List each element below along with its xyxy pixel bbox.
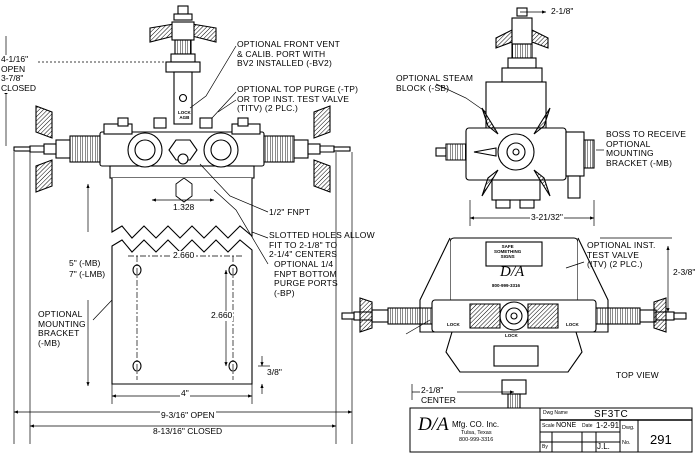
front-view xyxy=(13,5,351,202)
dwg-no-label: Dwg. xyxy=(622,425,635,431)
boss-line-3: MOUNTING xyxy=(606,148,654,158)
no-label: No. xyxy=(622,440,631,446)
lock-mark-right: LOCK xyxy=(566,322,579,327)
hole-spacing-h-dim: 2.660 xyxy=(172,250,196,261)
top-purge-line-3: (TITV) (2 PLC.) xyxy=(237,103,299,113)
safe-plate: SAFE SOMETHING SIGNS xyxy=(494,244,521,259)
edge-3-8-dim: 3/8" xyxy=(266,367,283,378)
top-view-center-dim: 2-1/8" CENTER xyxy=(420,385,457,405)
top-purge-line-1: OPTIONAL TOP PURGE (-TP) xyxy=(237,84,359,94)
valve-tag-line-2: AGB xyxy=(179,115,190,120)
date-label: Date xyxy=(582,423,593,429)
company-city: Tulsa, Texas xyxy=(461,430,492,436)
closed-height-value: 3-7/8" xyxy=(1,73,24,83)
side-view xyxy=(435,7,595,209)
steam-block-line-2: BLOCK (-SB) xyxy=(396,82,450,93)
mounting-bracket-line-1: OPTIONAL xyxy=(38,309,83,319)
hole-spacing-v-dim: 2.660 xyxy=(210,310,234,321)
closed-height-word: CLOSED xyxy=(1,82,36,93)
front-vent-line-1: OPTIONAL FRONT VENT xyxy=(237,39,340,49)
bottom-purge-line-2: FNPT BOTTOM xyxy=(274,268,337,279)
inst-test-valve-line-3: (ITV) (2 PLC.) xyxy=(587,259,643,269)
front-vent-line-3: BV2 INSTALLED (-BV2) xyxy=(237,58,333,68)
side-top-dim: 2-1/8" xyxy=(550,6,575,17)
boss-label: BOSS TO RECEIVE OPTIONAL MOUNTING BRACKE… xyxy=(606,129,687,168)
top-view-height-dim: 2-3/8" xyxy=(672,267,695,278)
date-value: 1-2-91 xyxy=(596,421,620,430)
bottom-purge-line-3: PURGE PORTS xyxy=(274,278,338,288)
slotted-holes-label: SLOTTED HOLES ALLOW FIT TO 2-1/8" TO 2-1… xyxy=(269,230,375,260)
top-view-logo: D/A xyxy=(500,264,525,280)
title-block-frame xyxy=(409,407,693,453)
by-value: J.L. xyxy=(597,442,610,451)
open-height-value: 4-1/16" xyxy=(1,54,29,64)
bracket-height-lmb: 7" (-LMB) xyxy=(69,269,106,279)
open-height-word: OPEN xyxy=(1,63,26,74)
safe-plate-line-2: SOMETHING xyxy=(494,249,522,254)
safe-plate-line-1: SAFE xyxy=(501,244,514,249)
mounting-bracket-line-2: MOUNTING xyxy=(38,318,86,329)
front-vent-label: OPTIONAL FRONT VENT & CALIB. PORT WITH B… xyxy=(237,39,340,69)
bracket-width-dim: 4" xyxy=(180,388,190,399)
bracket-height-mb: 5" (-MB) xyxy=(69,258,101,268)
valve-tag-line-1: LOCK xyxy=(178,110,191,115)
scale-label: Scale xyxy=(542,423,555,429)
boss-line-4: BRACKET (-MB) xyxy=(606,157,673,168)
company-name: Mfg. CO. Inc. xyxy=(452,420,500,429)
slotted-line-2: FIT TO 2-1/8" TO xyxy=(269,239,338,250)
fnpt-label: 1/2" FNPT xyxy=(269,207,311,217)
mounting-bracket-label: OPTIONAL MOUNTING BRACKET (-MB) xyxy=(38,309,86,348)
top-view-label: TOP VIEW xyxy=(616,370,659,380)
dwg-no-value: 291 xyxy=(650,432,672,447)
slotted-line-3: 2-1/4" CENTERS xyxy=(269,249,338,259)
title-block-logo: D/A xyxy=(418,414,449,435)
by-label: By xyxy=(542,444,548,450)
top-view xyxy=(341,237,687,413)
dim-1328: 1.328 xyxy=(172,202,196,213)
bottom-purge-line-1: OPTIONAL 1/4 xyxy=(274,259,334,269)
boss-line-1: BOSS TO RECEIVE xyxy=(606,129,687,139)
bracket-height-dim: 5" (-MB) 7" (-LMB) xyxy=(68,258,107,280)
front-main-body xyxy=(99,117,265,179)
company-phone: 800-999-3316 xyxy=(459,437,494,443)
steam-block-line-1: OPTIONAL STEAM xyxy=(396,73,474,83)
inst-test-valve-line-1: OPTIONAL INST. xyxy=(587,240,656,250)
dwg-name-label: Dwg Name xyxy=(543,410,568,416)
top-part-number: 800-999-3316 xyxy=(492,283,521,288)
open-closed-height-dim: 4-1/16" OPEN 3-7/8" CLOSED xyxy=(0,54,37,93)
steam-block-label: OPTIONAL STEAM BLOCK (-SB) xyxy=(396,73,474,93)
top-purge-label: OPTIONAL TOP PURGE (-TP) OR TOP INST. TE… xyxy=(237,84,359,114)
boss-line-2: OPTIONAL xyxy=(606,138,651,149)
inst-test-valve-label: OPTIONAL INST. TEST VALVE (ITV) (2 PLC.) xyxy=(587,240,656,270)
lock-mark-center: LOCK xyxy=(505,333,518,338)
top-view-center-word: CENTER xyxy=(421,394,456,405)
top-purge-line-2: OR TOP INST. TEST VALVE xyxy=(237,93,350,104)
bottom-purge-label: OPTIONAL 1/4 FNPT BOTTOM PURGE PORTS (-B… xyxy=(274,259,338,298)
mounting-bracket-line-3: BRACKET xyxy=(38,328,80,338)
slotted-line-1: SLOTTED HOLES ALLOW xyxy=(269,230,375,240)
scale-value: NONE xyxy=(556,422,577,429)
width-closed-dim: 8-13/16" CLOSED xyxy=(152,426,224,437)
bottom-purge-line-4: (-BP) xyxy=(274,287,295,298)
top-view-center-value: 2-1/8" xyxy=(421,385,444,395)
front-vent-line-2: & CALIB. PORT WITH xyxy=(237,48,326,59)
safe-plate-line-3: SIGNS xyxy=(500,254,515,259)
inst-test-valve-line-2: TEST VALVE xyxy=(587,249,640,260)
front-top-handle xyxy=(149,5,217,125)
side-depth-dim: 3-21/32" xyxy=(530,212,564,223)
front-right-valve xyxy=(263,105,351,193)
width-open-dim: 9-3/16" OPEN xyxy=(160,410,216,421)
dwg-name-value: SF3TC xyxy=(594,409,629,420)
valve-tag: LOCK AGB xyxy=(178,110,191,120)
mounting-bracket-line-4: (-MB) xyxy=(38,337,61,348)
lock-mark-left: LOCK xyxy=(447,322,460,327)
front-left-valve xyxy=(13,105,101,193)
